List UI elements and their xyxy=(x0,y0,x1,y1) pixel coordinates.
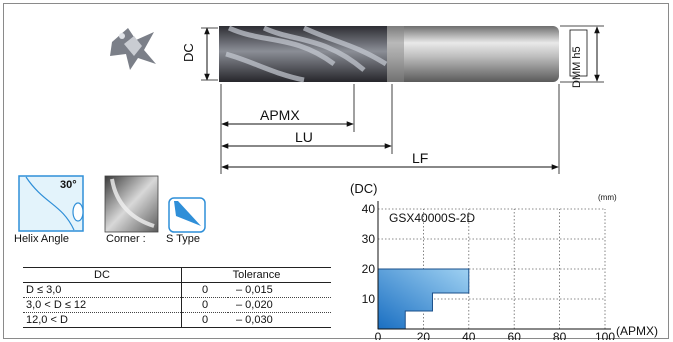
table-row: D ≤ 3,0 0 – 0,015 xyxy=(23,282,331,298)
corner-label: Corner : xyxy=(106,233,146,245)
chart-unit-label: (mm) xyxy=(598,193,617,202)
chart-x-tick-label: 40 xyxy=(462,330,476,340)
s-type-corner-icon xyxy=(168,197,206,233)
chart-series-title: GSX40000S-2D xyxy=(389,211,476,225)
table-header-dc: DC xyxy=(23,267,182,283)
chart-y-tick-label: 30 xyxy=(362,232,376,246)
chart-x-axis-label: (APMX) xyxy=(616,324,658,338)
table-cell-dc: 3,0 < D ≤ 12 xyxy=(23,297,182,313)
chart-y-axis-label: (DC) xyxy=(350,181,378,196)
helix-angle-icon xyxy=(18,175,84,232)
table-cell-upper: 0 xyxy=(181,282,228,298)
chart-y-tick-label: 10 xyxy=(362,292,376,306)
corner-photo-icon xyxy=(104,175,159,233)
end-view-icon xyxy=(110,28,156,70)
table-cell-lower: – 0,030 xyxy=(228,312,331,328)
table-header-tolerance: Tolerance xyxy=(181,267,331,283)
helix-angle-label: Helix Angle xyxy=(14,233,70,245)
table-cell-dc: 12,0 < D xyxy=(23,312,182,328)
apmx-chart: 0 20 40 60 80 100 10 20 30 40 xyxy=(362,201,615,340)
chart-x-tick-label: 80 xyxy=(553,330,567,340)
table-row: 12,0 < D 0 – 0,030 xyxy=(23,312,331,328)
chart-x-tick-label: 20 xyxy=(417,330,431,340)
tool-drawing: 0 20 40 60 80 100 10 20 30 40 xyxy=(18,25,615,340)
catalog-panel: 0 20 40 60 80 100 10 20 30 40 DC DMM h5 APMX LU L… xyxy=(3,3,669,340)
table-row: 3,0 < D ≤ 12 0 – 0,020 xyxy=(23,297,331,313)
table-cell-upper: 0 xyxy=(181,312,228,328)
chart-y-tick-label: 40 xyxy=(362,202,376,216)
chart-x-tick-label: 0 xyxy=(375,330,382,340)
table-cell-lower: – 0,020 xyxy=(228,297,331,313)
dmm-label: DMM h5 xyxy=(571,46,583,88)
chart-x-tick-label: 100 xyxy=(595,330,615,340)
lu-label: LU xyxy=(295,129,313,145)
chart-x-tick-label: 60 xyxy=(508,330,522,340)
table-cell-dc: D ≤ 3,0 xyxy=(23,282,182,298)
table-cell-upper: 0 xyxy=(181,297,228,313)
dc-label: DC xyxy=(181,43,196,62)
helix-angle-value: 30° xyxy=(60,179,77,191)
table-cell-lower: – 0,015 xyxy=(228,282,331,298)
apmx-label: APMX xyxy=(260,107,300,123)
tolerance-table: DC Tolerance D ≤ 3,0 0 – 0,015 3,0 < D ≤… xyxy=(23,267,331,328)
end-mill-body xyxy=(219,25,559,83)
chart-step-area xyxy=(377,268,470,330)
s-type-label: S Type xyxy=(166,233,201,245)
chart-y-tick-label: 20 xyxy=(362,262,376,276)
lf-label: LF xyxy=(412,150,429,166)
